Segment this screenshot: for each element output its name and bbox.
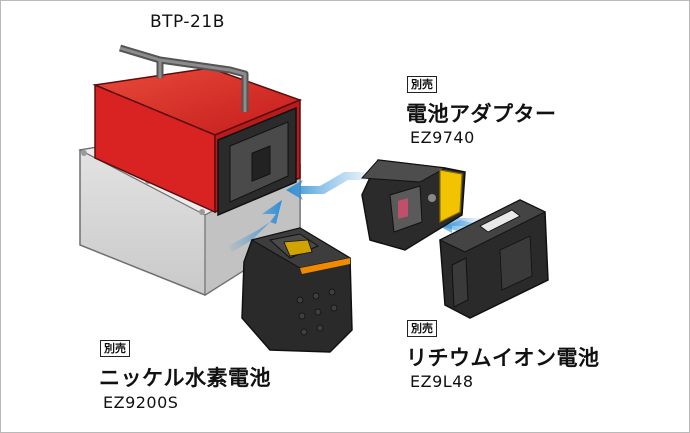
liion-sold-separately-badge: 別売 <box>407 320 437 337</box>
base-screw <box>81 150 87 156</box>
adapter-device <box>360 159 466 251</box>
liion-code: EZ9L48 <box>410 372 474 391</box>
liion-battery <box>438 199 549 319</box>
adapter-code: EZ9740 <box>410 128 475 147</box>
pump-unit <box>78 44 303 297</box>
liion-name: リチウムイオン電池 <box>406 346 600 370</box>
nimh-contact <box>283 239 313 257</box>
nimh-battery <box>241 227 353 353</box>
adapter-sold-separately-badge: 別売 <box>407 76 437 93</box>
adapter-name: 電池アダプター <box>406 102 557 126</box>
nimh-code: EZ9200S <box>103 393 179 412</box>
adapter-yellow-cover <box>439 169 463 223</box>
base-screw <box>199 209 205 215</box>
arrow-adapter-to-pump <box>286 172 372 200</box>
nimh-sold-separately-badge: 別売 <box>100 340 130 357</box>
nimh-name: ニッケル水素電池 <box>99 366 271 390</box>
nimh-orange-stripe <box>300 258 350 274</box>
pump-model-title: BTP-21B <box>150 12 225 32</box>
liion-label <box>479 209 521 233</box>
arrow-nimh-to-pump <box>228 200 282 252</box>
